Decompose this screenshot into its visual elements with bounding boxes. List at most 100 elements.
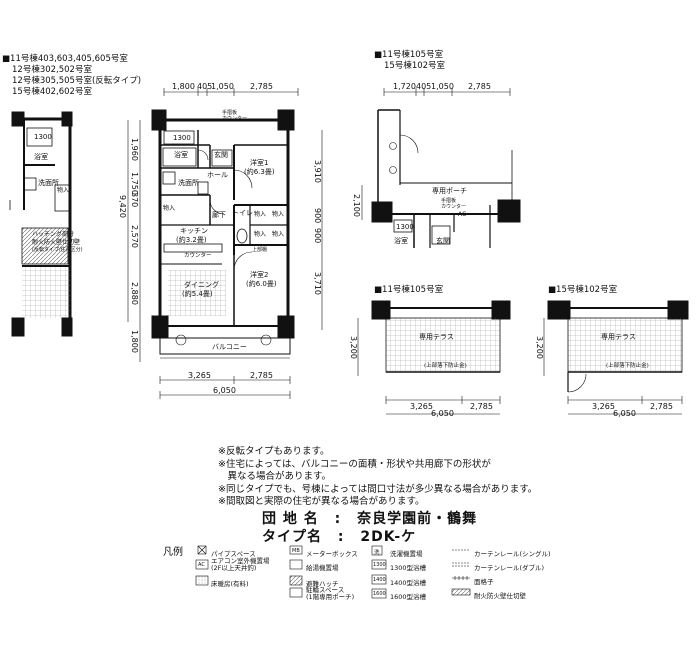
main-left-dim-370: 370 <box>130 192 139 208</box>
legend-item-curtain-single: カーテンレール(シングル) <box>474 550 551 558</box>
legend-symbols <box>195 545 471 599</box>
legend-item-lattice: 面格子 <box>474 578 494 586</box>
main-left-dim-2: 1,750 <box>130 172 139 195</box>
room-entrance: 玄関 <box>214 151 228 159</box>
type-name-row: タイプ名 : 2DK-ケ <box>262 526 416 546</box>
legend-item-1600-symbol: 1600 <box>373 591 386 597</box>
upper-right-entrance: 玄関 <box>436 237 450 245</box>
header-left-line1: ■11号棟403,603,405,605号室 <box>2 54 128 64</box>
header-left: ■11号棟403,603,405,605号室 12号棟302,502号室 12号… <box>2 54 141 98</box>
left-partial-plan <box>9 111 73 337</box>
left-hatch-note-1: ハッチング部分 <box>32 231 75 238</box>
main-top-dim-1: 1,800 <box>172 82 195 91</box>
room-storage-1: 物入 <box>254 211 267 218</box>
main-total-width: 6,050 <box>213 386 236 395</box>
main-left-dim-1: 1,960 <box>130 138 139 161</box>
upper-right-top-dim-4: 2,785 <box>468 82 491 91</box>
left-storage: 物入 <box>57 187 70 194</box>
upper-right-top-dim-1: 1,720 <box>393 82 416 91</box>
room-kitchen: キッチン <box>180 227 208 235</box>
left-bath: 浴室 <box>34 153 48 161</box>
terrace-header-left: ■11号棟105号室 <box>374 285 444 295</box>
room-western2-size: (約6.0畳) <box>246 280 277 288</box>
main-top-dim-3: 1,050 <box>211 82 234 91</box>
terrace-left-label: 専用テラス <box>419 333 454 341</box>
legend-item-1400: 1400型浴槽 <box>390 579 427 587</box>
terrace-right-note: (上部落下防止金) <box>606 363 649 369</box>
complex-label: 団 地 名 <box>262 511 319 527</box>
legend-item-1400-symbol: 1400 <box>373 577 386 583</box>
header-right-line1: ■11号棟105号室 <box>374 50 444 60</box>
main-bottom-dim-2: 2,785 <box>250 371 273 380</box>
room-western1-size: (約6.3畳) <box>244 168 275 176</box>
upper-right-meter-counter: 手摺板 カウンター <box>441 198 467 210</box>
upper-right-porch: 専用ポーチ <box>432 187 467 195</box>
room-bath: 浴室 <box>174 151 188 159</box>
upper-right-top-dim-3: 1,050 <box>431 82 454 91</box>
header-left-line4: 15号棟402,602号室 <box>12 87 92 97</box>
legend-item-curtain-double: カーテンレール(ダブル) <box>474 564 545 572</box>
legend-item-fire: 耐火防火壁仕切壁 <box>474 592 526 600</box>
main-right-dim-1: 3,910 <box>313 160 322 183</box>
main-top-dim-4: 2,785 <box>250 82 273 91</box>
left-hatch-note-3: (反転タイプ/住戸区分) <box>32 247 83 253</box>
main-left-dim-total: 9,420 <box>118 195 127 218</box>
room-western1: 洋室1 <box>250 159 269 167</box>
upper-right-left-dim: 2,100 <box>352 194 361 217</box>
left-washroom: 洗面所 <box>38 179 59 187</box>
main-meter-counter: 手摺板 カウンター <box>222 110 248 122</box>
terrace-right-total: 6,050 <box>613 409 636 418</box>
upper-right-bath: 浴室 <box>394 237 408 245</box>
legend-item-mb: メーターボックス <box>306 550 358 558</box>
main-plan <box>127 88 323 399</box>
note-5: ※間取図と実際の住宅が異なる場合があります。 <box>218 496 425 507</box>
room-washroom: 洗面所 <box>178 179 199 187</box>
legend-item-1300-symbol: 1300 <box>373 562 386 568</box>
type-sep: : <box>337 529 345 545</box>
legend-item-ac-symbol: AC <box>198 562 205 568</box>
complex-name-row: 団 地 名 : 奈良学園前・鶴舞 <box>262 508 477 528</box>
note-2: ※住宅によっては、バルコニーの面積・形状や共用廊下の形状が <box>218 458 491 470</box>
room-storage-5: 物入 <box>163 205 176 212</box>
note-4: ※同じタイプでも、号棟によっては間口寸法が多少異なる場合があります。 <box>218 483 538 495</box>
complex-value: 奈良学園前・鶴舞 <box>357 511 478 527</box>
main-right-dim-2: 900 <box>313 208 322 224</box>
left-hatch-note-2: 耐火防火壁仕切壁 <box>32 239 81 246</box>
room-corridor: 廊下 <box>212 211 226 219</box>
upper-right-plan <box>361 88 521 248</box>
note-1: ※反転タイプもあります。 <box>218 446 330 457</box>
main-bottom-dim-1: 3,265 <box>188 371 211 380</box>
room-unit-bath: 1300 <box>173 134 191 142</box>
upper-right-ac: AC <box>458 211 467 218</box>
header-left-line3: 12号棟305,505号室(反転タイプ) <box>12 76 142 86</box>
main-left-dim-5: 1,800 <box>130 330 139 353</box>
terrace-right-plan <box>543 300 689 415</box>
main-right-dim-4: 3,710 <box>313 272 322 295</box>
room-kitchen-size: (約3.2畳) <box>176 236 207 244</box>
terrace-left-plan <box>357 300 511 415</box>
legend-item-bike: 駐輪スペース (1階専用ポーチ) <box>306 586 355 601</box>
legend-item-ps: パイプスペース <box>211 550 256 558</box>
main-right-dim-3: 900 <box>313 228 322 244</box>
room-storage-2: 物入 <box>272 211 285 218</box>
legend-item-floor: 床暖房(有料) <box>211 580 249 588</box>
terrace-left-dim-1: 3,265 <box>410 402 433 411</box>
legend-heading: 凡例 <box>163 547 183 558</box>
room-counter: カウンター <box>184 253 212 259</box>
main-left-dim-3: 2,570 <box>130 225 139 248</box>
terrace-right-label: 専用テラス <box>601 333 636 341</box>
room-storage-4: 物入 <box>272 231 285 238</box>
terrace-right-dim-2: 2,785 <box>650 402 673 411</box>
terrace-right-height: 3,200 <box>535 336 544 359</box>
header-right: ■11号棟105号室 15号棟102号室 <box>374 50 445 72</box>
terrace-right-dim-1: 3,265 <box>592 402 615 411</box>
main-left-dim-4: 2,880 <box>130 282 139 305</box>
complex-sep: : <box>334 511 342 527</box>
upper-right-top-dim-2: 405 <box>416 82 432 91</box>
main-top-dim-2: 405 <box>197 82 213 91</box>
type-value: 2DK-ケ <box>360 529 417 545</box>
legend-item-mb-symbol: MB <box>292 548 300 554</box>
left-unit-bath: 1300 <box>34 133 52 141</box>
terrace-left-dim-2: 2,785 <box>470 402 493 411</box>
room-dining: ダイニング <box>184 281 219 289</box>
